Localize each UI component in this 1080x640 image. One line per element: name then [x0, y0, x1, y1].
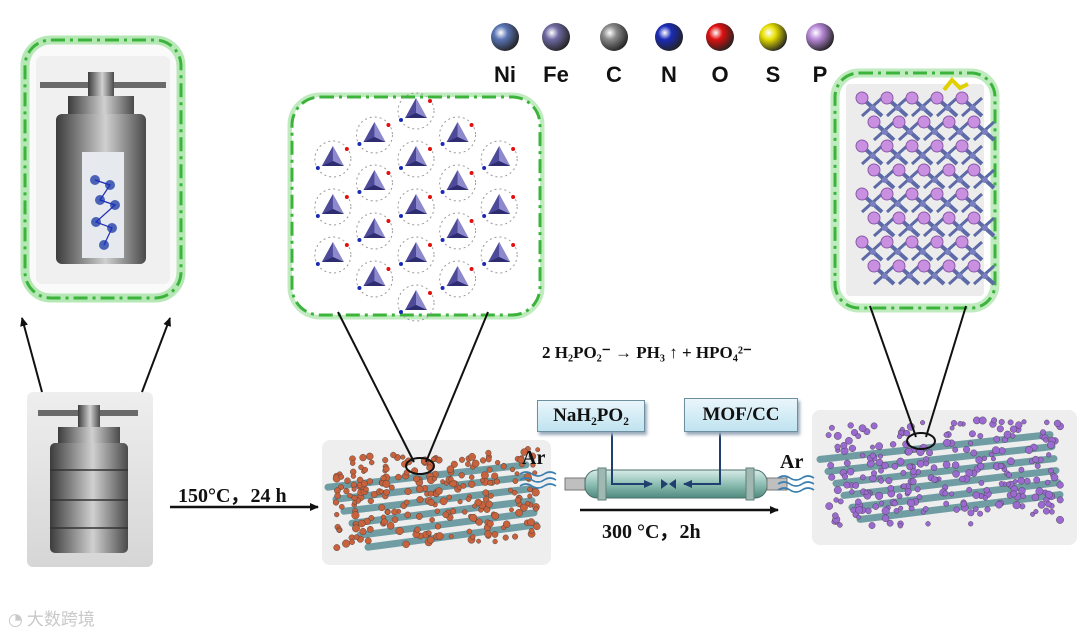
watermark-logo-icon: ◔	[8, 610, 23, 630]
element-legend	[491, 23, 834, 51]
phosphide-structure-zoom-panel	[835, 73, 995, 308]
reaction-equation: 2 H₂PO₂⁻ → PH₃ ↑ + HPO₄²⁻	[542, 343, 752, 363]
legend-label-ni: Ni	[489, 62, 521, 88]
reagent-box: NaH₂PO₂	[537, 400, 645, 432]
legend-label-p: P	[804, 62, 836, 88]
legend-atom-ni	[491, 23, 519, 51]
legend-atom-p	[806, 23, 834, 51]
legend-label-s: S	[757, 62, 789, 88]
gas-inlet-label: Ar	[522, 447, 545, 470]
legend-label-n: N	[653, 62, 685, 88]
tube-furnace-icon	[520, 432, 814, 500]
mof-structure-zoom-panel	[292, 93, 540, 321]
autoclave-zoom-panel	[25, 40, 181, 298]
step2-condition: 300 °C，2h	[602, 515, 701, 544]
legend-atom-n	[655, 23, 683, 51]
legend-atom-c	[600, 23, 628, 51]
legend-atom-o	[706, 23, 734, 51]
legend-label-c: C	[598, 62, 630, 88]
mof-on-carbon-cloth-panel	[322, 440, 551, 565]
step1-condition: 150°C，24 h	[178, 479, 287, 508]
legend-label-fe: Fe	[540, 62, 572, 88]
legend-atom-s	[759, 23, 787, 51]
sample-box: MOF/CC	[684, 398, 798, 432]
gas-outlet-label: Ar	[780, 451, 803, 474]
legend-label-o: O	[704, 62, 736, 88]
legend-atom-fe	[542, 23, 570, 51]
phosphide-on-carbon-cloth-panel	[812, 410, 1077, 545]
watermark: ◔大数跨境	[8, 605, 95, 630]
autoclave-panel	[27, 392, 153, 567]
watermark-text: 大数跨境	[27, 610, 95, 630]
